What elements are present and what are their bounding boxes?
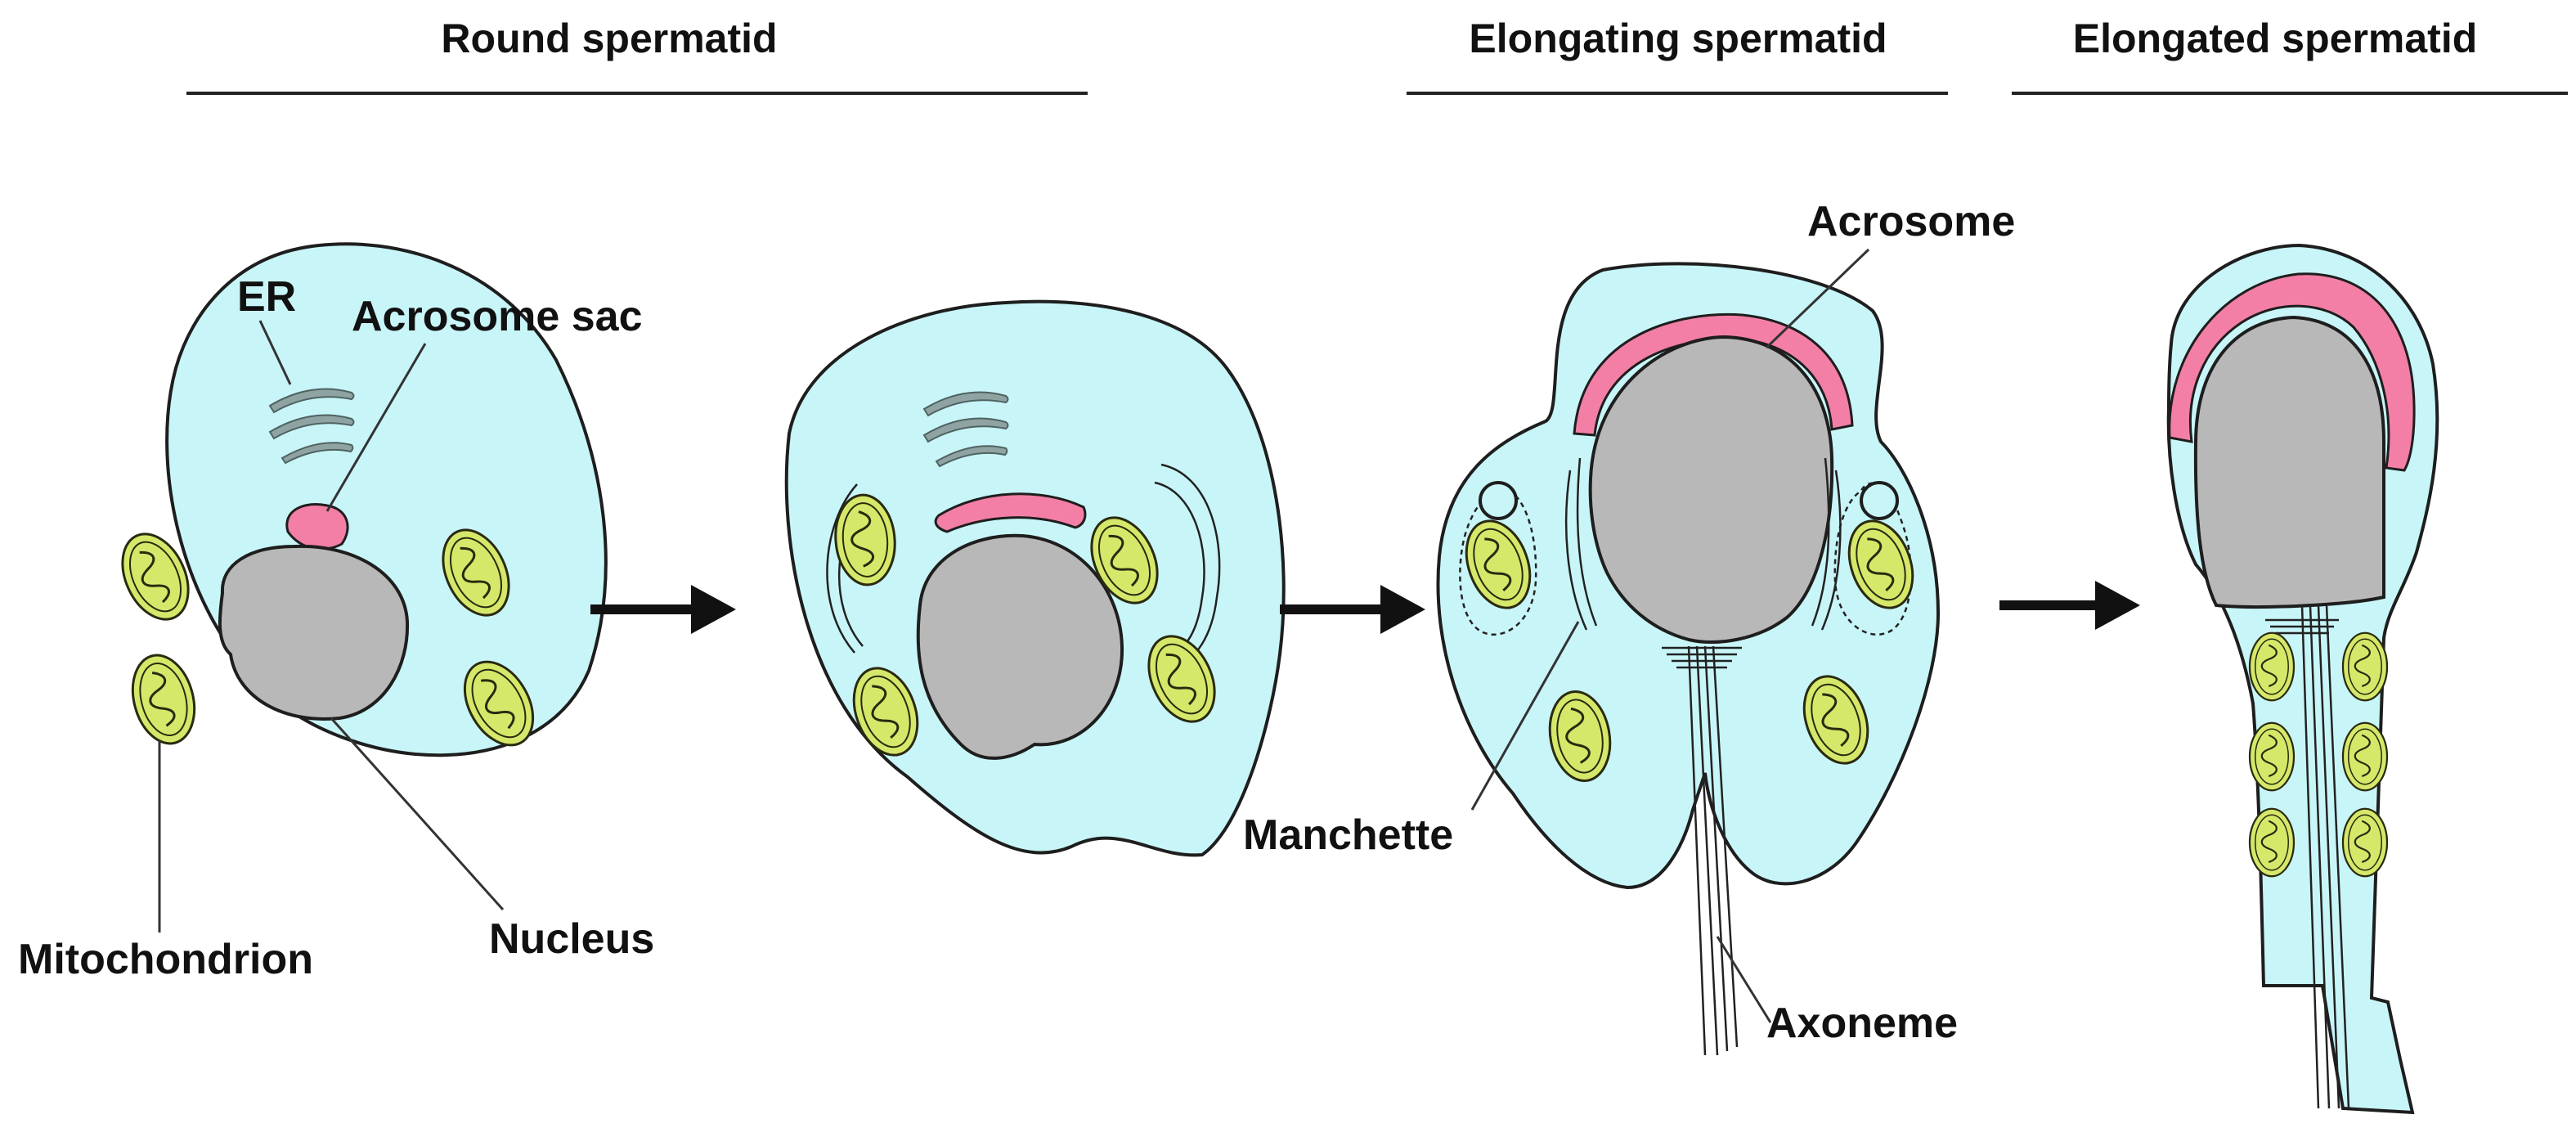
nucleus-3 [1588,335,1834,644]
leader-acrosome-sac [325,343,427,512]
nucleus-1 [218,544,410,721]
mitochondrion-4f [2341,807,2389,878]
mitochondrion-4b [2248,721,2296,792]
acrosome-4 [2168,272,2416,472]
label-acrosome: Acrosome [1807,198,2015,245]
leader-nucleus [330,717,505,911]
arrow-1 [590,585,736,634]
label-axoneme: Axoneme [1766,1000,1958,1047]
acrosome-2 [934,492,1087,533]
stage-title-round: Round spermatid [441,16,777,61]
label-mitochondrion: Mitochondrion [18,936,313,983]
label-er: ER [237,273,296,321]
mitochondrion-4c [2248,807,2296,878]
leader-er [258,320,292,385]
round-spermatid-cell-2 [784,299,1286,857]
mitochondrion-4a [2248,631,2296,702]
round-spermatid-cell-1 [108,242,608,759]
vesicle-left [1479,481,1518,520]
leader-acrosome [1765,248,1870,349]
elongated-spermatid-cell [2166,243,2439,1115]
axoneme-3 [1687,645,1739,1056]
label-acrosome-sac: Acrosome sac [352,293,643,340]
axoneme-4 [2300,604,2350,1109]
mitochondrion-1b [122,647,205,752]
label-nucleus: Nucleus [489,915,654,963]
nucleus-2 [916,533,1124,760]
mitochondrion-4e [2341,721,2389,792]
stage-title-elongated: Elongated spermatid [2073,16,2478,61]
elongating-spermatid-cell [1436,262,1941,1056]
stage-title-elongating: Elongating spermatid [1469,16,1887,61]
label-manchette: Manchette [1243,811,1453,859]
mitochondrion-4d [2341,631,2389,702]
manchette-left [1564,457,1598,631]
leader-manchette [1470,621,1580,811]
nucleus-4 [2193,315,2385,609]
arrow-2 [1280,585,1425,634]
arrow-3 [1999,581,2140,630]
manchette-right [1811,457,1842,631]
axoneme-base-lines [1662,646,1742,669]
leader-axoneme [1716,936,1772,1023]
vesicle-right [1860,481,1899,520]
mitochondrial-sheath-right [1833,482,1912,636]
